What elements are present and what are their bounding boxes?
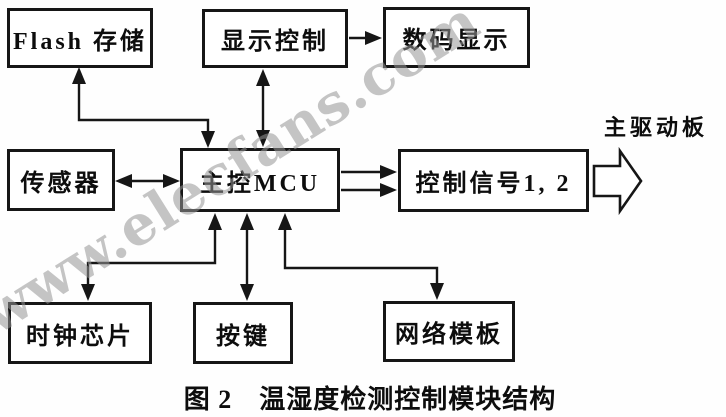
node-main-mcu: 主控MCU xyxy=(180,148,340,212)
edge-mcu-clock-chip xyxy=(81,213,222,301)
node-label: 主控MCU xyxy=(199,170,321,197)
node-network-module: 网络模板 xyxy=(383,301,515,362)
node-label: 时钟芯片 xyxy=(26,323,134,350)
edge-sensor-mcu xyxy=(115,174,180,188)
edge-mcu-keys xyxy=(240,213,254,301)
main-drive-board-label: 主驱动板 xyxy=(604,115,709,140)
node-control-signal: 控制信号1, 2 xyxy=(398,149,589,212)
node-sensor: 传感器 xyxy=(7,149,115,211)
node-keys: 按键 xyxy=(193,302,293,364)
node-label: 传感器 xyxy=(20,170,102,197)
edge-mcu-control-signal xyxy=(341,165,397,197)
node-clock-chip: 时钟芯片 xyxy=(8,302,152,364)
node-digital-display: 数码显示 xyxy=(383,7,530,68)
node-flash-storage: Flash 存储 xyxy=(7,8,153,68)
figure-caption: 图 2 温湿度检测控制模块结构 xyxy=(183,385,557,414)
block-arrow-to-drive-board xyxy=(592,146,643,216)
edge-mcu-flash xyxy=(72,67,215,148)
edge-mcu-network-module xyxy=(278,213,444,300)
node-display-control: 显示控制 xyxy=(202,9,348,68)
node-label: Flash 存储 xyxy=(12,28,147,55)
node-label: 网络模板 xyxy=(395,322,503,348)
edge-mcu-display-control xyxy=(256,69,270,147)
node-label: 显示控制 xyxy=(221,29,329,55)
edge-display-control-digital-display xyxy=(349,31,382,45)
node-label: 控制信号1, 2 xyxy=(415,171,572,197)
node-label: 数码显示 xyxy=(402,28,511,54)
node-label: 按键 xyxy=(216,323,270,350)
